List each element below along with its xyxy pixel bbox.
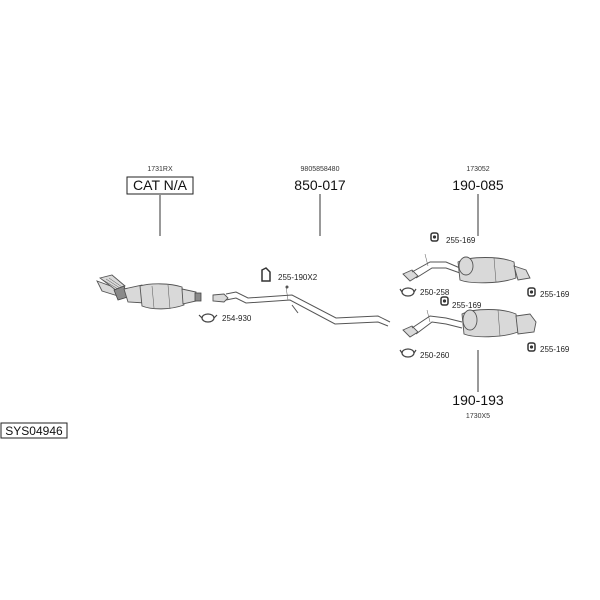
fitting-250-258: 250-258 <box>399 287 450 297</box>
catalyst-code-box <box>126 176 194 195</box>
fitting-255-169-a: 255-169 <box>430 232 476 245</box>
system-code: SYS04946 <box>5 424 63 438</box>
catalyst-ref: 1731RX <box>147 166 173 173</box>
rear-upper-code: 190-085 <box>452 177 504 193</box>
middle-pipe-ref: 9805858480 <box>301 166 340 173</box>
rear-lower-code: 190-193 <box>452 392 504 408</box>
catalyst-group: 1731RX CAT N/A 254-930 <box>96 166 252 323</box>
fitting-255-169-b: 255-169 <box>440 296 482 310</box>
fitting-250-260: 250-260 <box>399 348 450 360</box>
fitting-label-255-169-a: 255-169 <box>446 236 476 245</box>
fitting-label-255-190x2: 255-190X2 <box>278 273 318 282</box>
fitting-label-250-260: 250-260 <box>420 351 450 360</box>
fitting-255-169-d: 255-169 <box>527 342 570 354</box>
middle-pipe-part <box>212 285 391 327</box>
rear-upper-silencer-part <box>402 253 531 284</box>
clamp-254-930: 254-930 <box>198 313 252 323</box>
catalyst-part <box>96 274 202 310</box>
fitting-label-250-258: 250-258 <box>420 288 450 297</box>
middle-pipe-code: 850-017 <box>294 177 346 193</box>
middle-pipe-group: 9805858480 850-017 255-190X2 <box>212 166 391 327</box>
rear-upper-group: 173052 190-085 255-169 250-258 25 <box>399 166 570 310</box>
system-code-box <box>0 422 68 439</box>
rear-lower-silencer-part <box>402 309 537 338</box>
rear-lower-group: 250-260 255-169 190-193 1730X5 <box>399 309 570 420</box>
rear-upper-ref: 173052 <box>466 166 489 173</box>
fitting-label-255-169-b: 255-169 <box>452 301 482 310</box>
rear-lower-ref: 1730X5 <box>466 413 490 420</box>
fitting-label-254-930: 254-930 <box>222 314 252 323</box>
fitting-label-255-169-c: 255-169 <box>540 290 570 299</box>
system-code-group: SYS04946 <box>0 422 68 439</box>
fitting-label-255-169-d: 255-169 <box>540 345 570 354</box>
catalyst-code: CAT N/A <box>133 177 188 193</box>
fitting-255-169-c: 255-169 <box>527 287 570 299</box>
hanger-255-190x2: 255-190X2 <box>261 267 318 282</box>
